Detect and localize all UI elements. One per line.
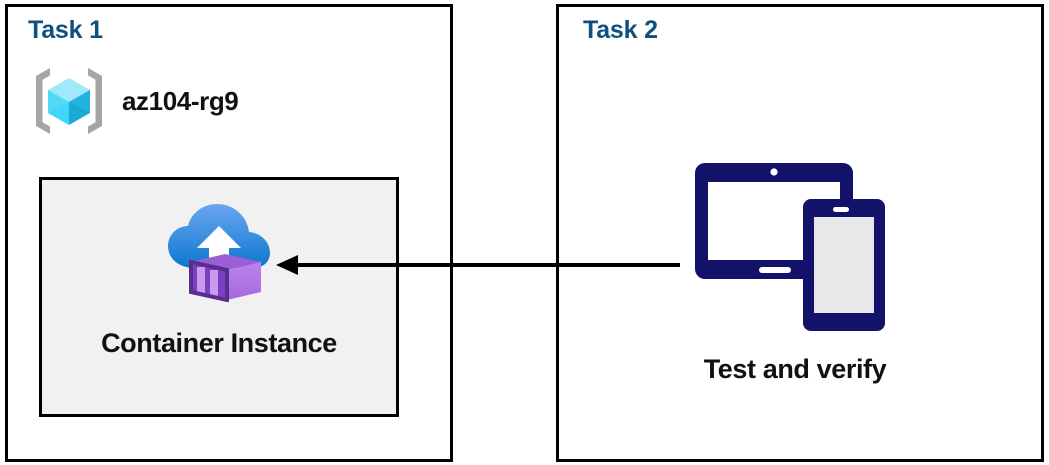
task-2-panel xyxy=(556,4,1044,462)
test-and-verify-label: Test and verify xyxy=(703,354,887,384)
resource-group-label: az104-rg9 xyxy=(122,85,239,116)
resource-group-row: az104-rg9 xyxy=(30,62,239,140)
test-and-verify-group: Test and verify xyxy=(650,155,940,385)
container-instance-box: Container Instance xyxy=(39,177,399,417)
resource-group-icon xyxy=(30,62,108,140)
container-instance-label: Container Instance xyxy=(101,328,337,358)
container-instance-icon xyxy=(165,180,273,302)
task-1-title: Task 1 xyxy=(28,16,103,44)
tablet-phone-icon xyxy=(695,155,895,340)
task-2-title: Task 2 xyxy=(583,16,658,44)
